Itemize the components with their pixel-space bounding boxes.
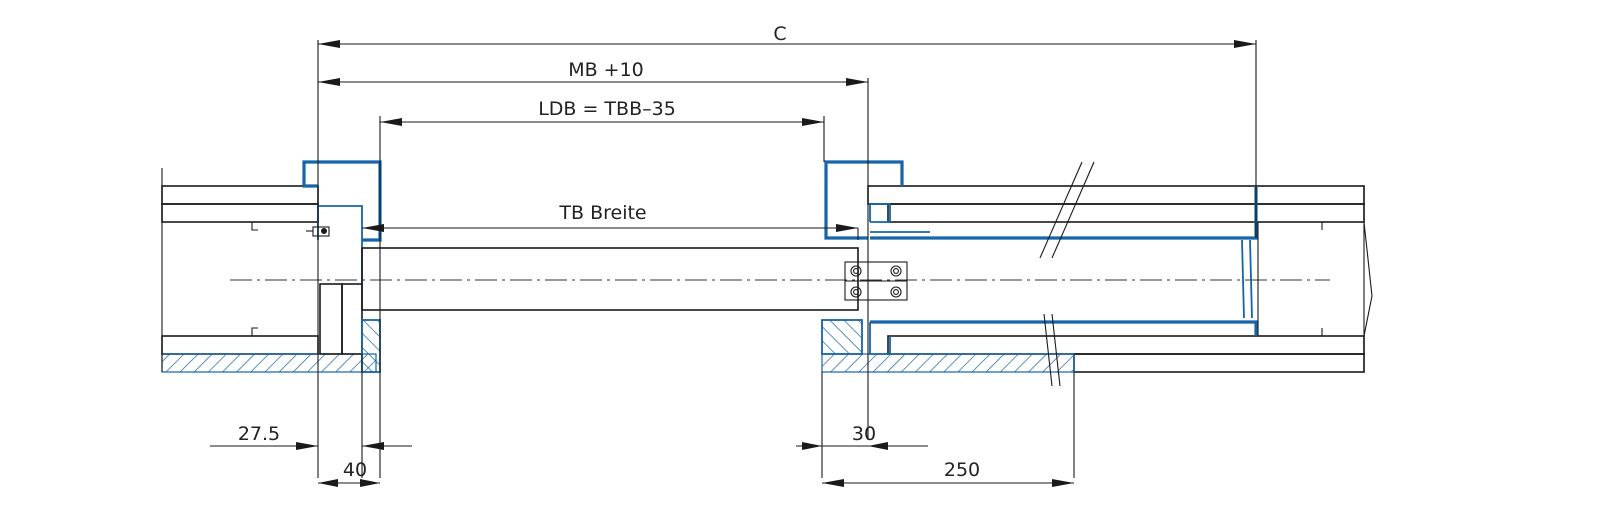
wall-right-top [867, 185, 1365, 223]
dim-27-5-label: 27.5 [238, 423, 280, 445]
hinge-icon [844, 261, 908, 301]
dim-tb: TB Breite [362, 202, 858, 232]
dim-ldb-label: LDB = TBB–35 [538, 98, 676, 120]
dim-c-label: C [773, 23, 786, 45]
dim-250-label: 250 [944, 459, 980, 481]
dim-30: 30 [796, 423, 928, 450]
wall-left-cavity [161, 168, 318, 372]
dim-40-label: 40 [343, 459, 367, 481]
dim-40: 40 [318, 459, 380, 487]
dim-tb-label: TB Breite [558, 202, 646, 224]
extension-lines [317, 40, 1257, 478]
dim-mb: MB +10 [318, 59, 868, 86]
dim-mb-label: MB +10 [568, 59, 644, 81]
dim-ldb: LDB = TBB–35 [380, 98, 824, 126]
dim-c: C [318, 23, 1256, 48]
wall-right-bottom [821, 335, 1365, 373]
wall-right-cavity [1321, 186, 1373, 372]
door-leaf [361, 227, 859, 311]
break-lines [1039, 161, 1095, 387]
wall-left-top [161, 185, 319, 223]
screw-icon [306, 226, 330, 237]
dim-27-5: 27.5 [210, 423, 412, 450]
dim-30-label: 30 [852, 423, 876, 445]
left-door-frame [302, 160, 382, 373]
dim-250: 250 [822, 459, 1074, 487]
